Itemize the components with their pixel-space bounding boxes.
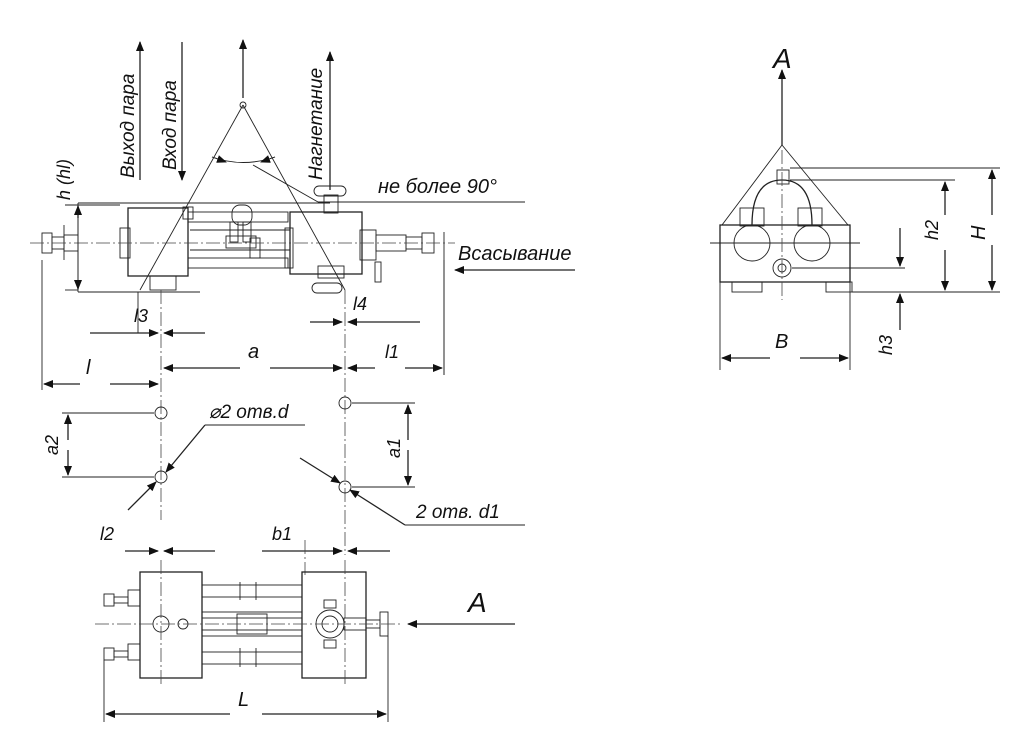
label-a: a: [248, 341, 259, 363]
label-l4: l4: [353, 294, 367, 314]
side-view: [30, 39, 575, 555]
label-angle-note: не более 90°: [378, 176, 497, 198]
label-steam-out: Выход пара: [118, 74, 139, 178]
label-suction: Всасывание: [458, 243, 572, 265]
mounting-holes-layout: [62, 396, 525, 575]
label-h3: h3: [876, 335, 896, 355]
label-l: l: [86, 357, 91, 379]
label-holes-d: ⌀2 отв.d: [209, 402, 290, 423]
label-L: L: [238, 689, 249, 711]
label-a2: a2: [42, 435, 62, 455]
label-H: H: [968, 225, 990, 240]
label-l1: l1: [385, 342, 399, 362]
label-view-a-right: A: [771, 43, 792, 74]
label-B: B: [775, 331, 788, 353]
label-b1: b1: [272, 524, 292, 544]
label-a1: a1: [384, 438, 404, 458]
top-view: [95, 560, 515, 722]
end-view-a: [710, 69, 1000, 370]
label-l3: l3: [134, 306, 148, 326]
label-discharge: Нагнетание: [306, 68, 327, 180]
label-steam-in: Вход пара: [160, 80, 181, 170]
label-holes-d1: 2 отв. d1: [415, 502, 500, 523]
label-view-a-left: A: [466, 587, 487, 618]
label-l2: l2: [100, 524, 114, 544]
label-h2: h2: [922, 220, 942, 240]
label-h-hl: h (hl): [54, 159, 74, 200]
